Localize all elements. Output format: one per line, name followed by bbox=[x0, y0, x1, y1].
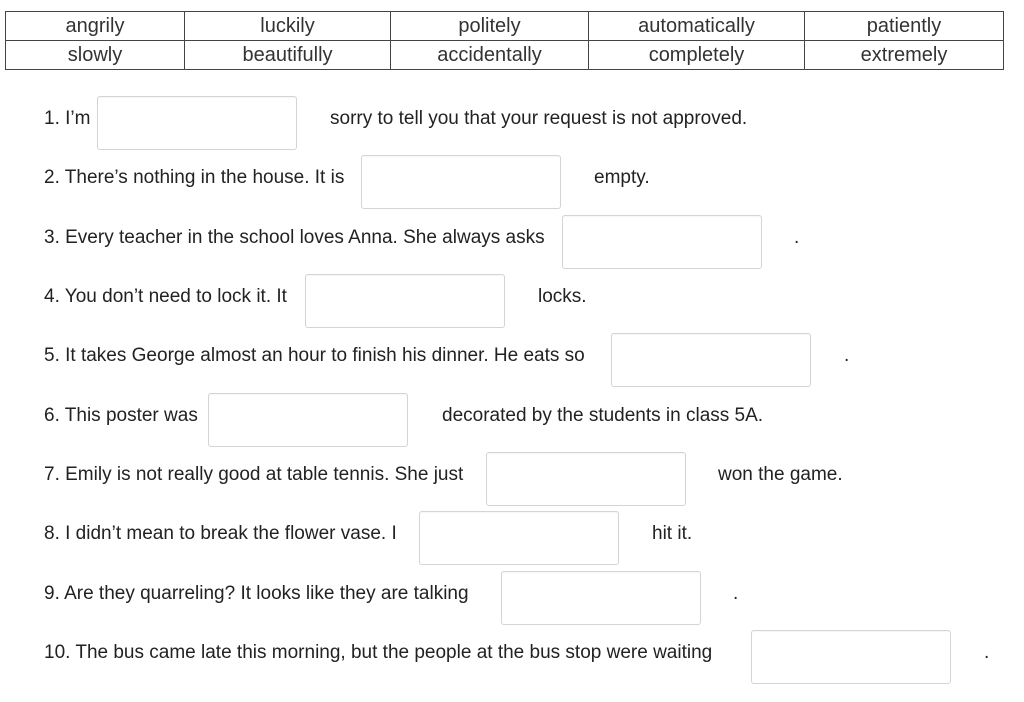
question-text: 10. The bus came late this morning, but … bbox=[44, 642, 713, 663]
question-text-after: sorry to tell you that your request is n… bbox=[330, 108, 748, 129]
word-bank-cell: accidentally bbox=[390, 40, 589, 70]
question-text-after: hit it. bbox=[652, 523, 693, 544]
question-text-after: . bbox=[844, 345, 850, 366]
answer-blank-2[interactable] bbox=[361, 155, 561, 209]
question-text-after: . bbox=[733, 583, 739, 604]
question-text: 9. Are they quarreling? It looks like th… bbox=[44, 583, 469, 604]
word-bank-cell: completely bbox=[588, 40, 805, 70]
question-text-after: . bbox=[984, 642, 990, 663]
word-bank-cell: politely bbox=[390, 11, 589, 41]
answer-blank-3[interactable] bbox=[562, 215, 762, 269]
question-text-after: . bbox=[794, 227, 800, 248]
word-bank-cell: luckily bbox=[184, 11, 391, 41]
question-text: 6. This poster was bbox=[44, 405, 198, 426]
word-bank-row: slowly beautifully accidentally complete… bbox=[5, 40, 1004, 70]
question-text: 4. You don’t need to lock it. It bbox=[44, 286, 287, 307]
answer-blank-5[interactable] bbox=[611, 333, 811, 387]
answer-blank-6[interactable] bbox=[208, 393, 408, 447]
answer-blank-9[interactable] bbox=[501, 571, 701, 625]
answer-blank-7[interactable] bbox=[486, 452, 686, 506]
question-text-after: empty. bbox=[594, 167, 650, 188]
word-bank-cell: automatically bbox=[588, 11, 805, 41]
question-text: 2. There’s nothing in the house. It is bbox=[44, 167, 345, 188]
word-bank-cell: angrily bbox=[5, 11, 185, 41]
question-text: 1. I’m bbox=[44, 108, 91, 129]
question-text: 5. It takes George almost an hour to fin… bbox=[44, 345, 585, 366]
word-bank-cell: beautifully bbox=[184, 40, 391, 70]
question-text-after: locks. bbox=[538, 286, 587, 307]
word-bank-cell: patiently bbox=[804, 11, 1004, 41]
word-bank-row: angrily luckily politely automatically p… bbox=[5, 11, 1004, 41]
question-text: 8. I didn’t mean to break the flower vas… bbox=[44, 523, 397, 544]
word-bank-cell: slowly bbox=[5, 40, 185, 70]
answer-blank-1[interactable] bbox=[97, 96, 297, 150]
answer-blank-8[interactable] bbox=[419, 511, 619, 565]
word-bank-cell: extremely bbox=[804, 40, 1004, 70]
question-text: 7. Emily is not really good at table ten… bbox=[44, 464, 464, 485]
question-text-after: won the game. bbox=[718, 464, 843, 485]
question-text-after: decorated by the students in class 5A. bbox=[442, 405, 764, 426]
answer-blank-4[interactable] bbox=[305, 274, 505, 328]
answer-blank-10[interactable] bbox=[751, 630, 951, 684]
question-text: 3. Every teacher in the school loves Ann… bbox=[44, 227, 545, 248]
word-bank-table: angrily luckily politely automatically p… bbox=[5, 11, 1004, 70]
